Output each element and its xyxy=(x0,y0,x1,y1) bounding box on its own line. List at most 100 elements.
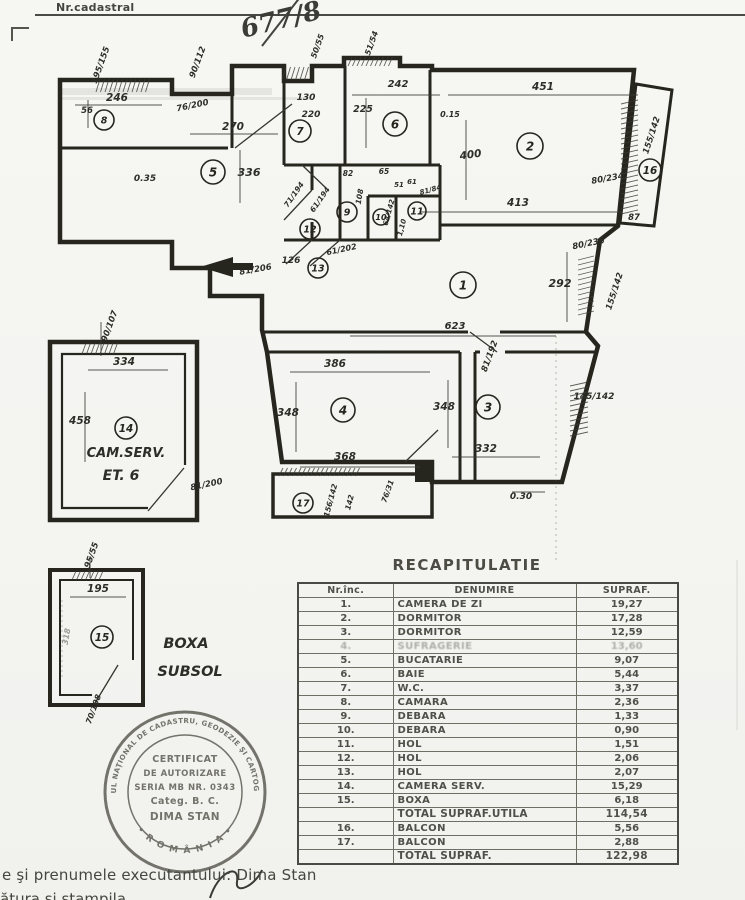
table-cell: 13,60 xyxy=(575,639,679,654)
dim-label: 51 xyxy=(394,181,404,189)
svg-text:4: 4 xyxy=(338,403,347,417)
stamp-arc-bottom: • R O M Â N I A • xyxy=(135,825,234,856)
room-number: 12 xyxy=(299,218,321,240)
dim-label: 90/112 xyxy=(188,45,209,79)
table-cell: BALCON xyxy=(392,835,577,850)
room-number: 3 xyxy=(475,394,501,420)
table-cell: 19,27 xyxy=(575,597,679,612)
dim-label: 242 xyxy=(388,79,409,90)
dim-label: 145/142 xyxy=(574,392,615,402)
dim-label: 623 xyxy=(445,321,466,332)
room-number: 14 xyxy=(114,416,138,440)
svg-text:3: 3 xyxy=(484,400,492,414)
svg-text:10: 10 xyxy=(375,213,387,222)
table-cell xyxy=(297,849,394,865)
walls-interior xyxy=(60,66,616,482)
dim-label: 348 xyxy=(433,401,455,413)
table-cell: 6,18 xyxy=(575,793,679,808)
table-cell: BALCON xyxy=(392,821,577,836)
room-number: 8 xyxy=(93,109,115,131)
room-number: 6 xyxy=(382,111,408,137)
table-cell: 5,56 xyxy=(575,821,679,836)
room-name-label: SUBSOL xyxy=(157,664,222,680)
dim-label: 348 xyxy=(277,407,299,419)
svg-text:7: 7 xyxy=(296,126,304,138)
dim-label: 318 xyxy=(61,627,73,645)
svg-text:14: 14 xyxy=(119,423,134,435)
table-row: TOTAL SUPRAF.122,98 xyxy=(297,849,679,865)
recap-section: RECAPITULATIE Nr.înc. DENUMIRE SUPRAF. 1… xyxy=(297,556,679,865)
signature-stamp-line: ătura şi ştampila xyxy=(0,890,127,900)
table-cell: 15,29 xyxy=(575,779,679,794)
dim-label: 332 xyxy=(475,443,497,455)
table-cell: BAIE xyxy=(392,667,577,682)
table-cell: 10. xyxy=(297,723,394,738)
dim-label: 61/202 xyxy=(325,242,357,257)
table-cell: CAMERA DE ZI xyxy=(392,597,577,612)
table-cell: 1,33 xyxy=(575,709,679,724)
svg-text:13: 13 xyxy=(311,263,325,274)
room-name-label: BOXA xyxy=(163,636,208,652)
table-cell: HOL xyxy=(392,765,577,780)
dim-label: 80/234 xyxy=(591,171,625,187)
dim-label: 51/54 xyxy=(363,29,380,56)
dim-label: 87 xyxy=(628,213,640,223)
table-header-row: Nr.înc. DENUMIRE SUPRAF. xyxy=(297,582,679,598)
dim-label: 130 xyxy=(297,93,316,103)
svg-text:6: 6 xyxy=(391,117,399,131)
dim-label: 76/200 xyxy=(176,98,210,115)
table-cell: 6. xyxy=(297,667,394,682)
table-cell: TOTAL SUPRAF. xyxy=(392,849,577,865)
stamp-text-line: Categ. B. C. xyxy=(151,796,220,807)
table-cell xyxy=(297,807,394,822)
room-number: 13 xyxy=(307,257,329,279)
svg-text:1: 1 xyxy=(459,278,467,292)
handwritten-slash xyxy=(261,0,300,47)
wall-outer-main xyxy=(57,55,637,485)
room14-outer-wall xyxy=(47,339,200,523)
room15-outer-wall xyxy=(48,568,145,707)
dim-label: 400 xyxy=(458,148,482,163)
table-cell: 7. xyxy=(297,681,394,696)
balcony-16-outline xyxy=(618,82,674,228)
svg-text:15: 15 xyxy=(95,632,110,644)
table-cell: W.C. xyxy=(392,681,577,696)
handwritten-nr-cadastral: 677/8 xyxy=(238,0,325,45)
table-cell: 11. xyxy=(297,737,394,752)
dim-label: 76/31 xyxy=(379,479,396,504)
stamp-text-line: CERTIFICAT xyxy=(152,754,217,765)
dim-label: 70/198 xyxy=(84,693,103,725)
room-number: 9 xyxy=(336,201,358,223)
table-cell: SUFRAGERIE xyxy=(392,639,577,654)
table-cell: CAMERA SERV. xyxy=(392,779,577,794)
room-number: 4 xyxy=(330,397,356,423)
dim-label: 270 xyxy=(222,121,244,133)
dim-label: 71/194 xyxy=(282,180,306,209)
table-cell: 2,88 xyxy=(575,835,679,850)
dim-label: 1,10 xyxy=(396,218,408,237)
table-cell: 17,28 xyxy=(575,611,679,626)
table-cell: 8. xyxy=(297,695,394,710)
dimension-lines xyxy=(61,94,638,680)
table-cell: 3. xyxy=(297,625,394,640)
col-header-supraf: SUPRAF. xyxy=(575,582,679,598)
table-cell: 15. xyxy=(297,793,394,808)
table-cell: 0,90 xyxy=(575,723,679,738)
room-number: 17 xyxy=(292,492,314,514)
table-cell: 2,06 xyxy=(575,751,679,766)
dim-label: 126 xyxy=(282,256,301,266)
